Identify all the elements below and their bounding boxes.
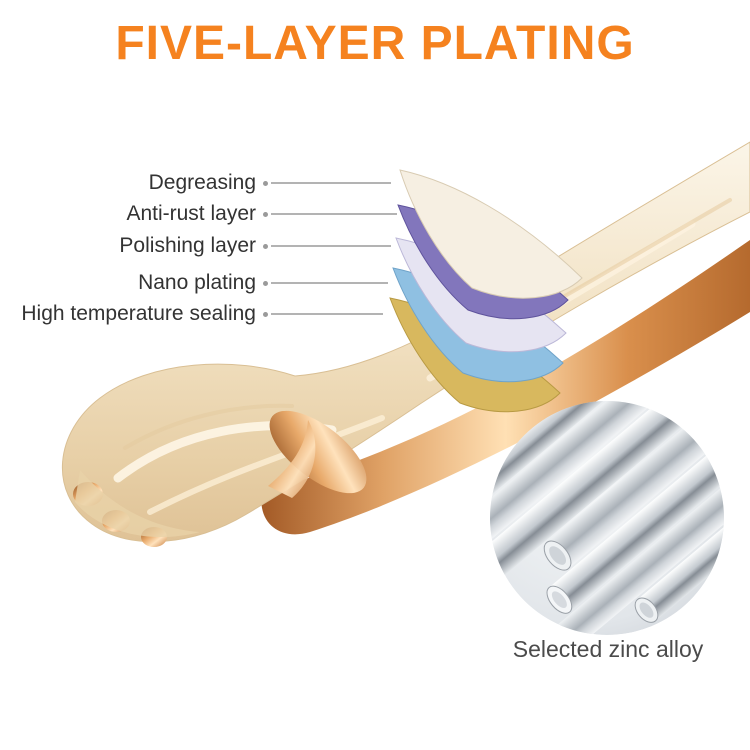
zinc-alloy-inset (490, 401, 724, 635)
label-anti-rust: Anti-rust layer (126, 202, 256, 225)
label-row-polishing: Polishing layer (0, 231, 391, 261)
leader-dot (263, 311, 268, 317)
leader-line (271, 313, 383, 315)
label-polishing: Polishing layer (119, 234, 256, 257)
plating-layer-stack (389, 169, 583, 413)
label-row-anti-rust: Anti-rust layer (0, 199, 397, 229)
leader-dot (263, 211, 268, 217)
leader-dot (263, 280, 268, 286)
leader-line (271, 282, 388, 284)
label-high-temp-sealing: High temperature sealing (21, 302, 256, 325)
label-degreasing: Degreasing (148, 171, 256, 194)
leader-line (271, 245, 391, 247)
page-title: FIVE-LAYER PLATING (115, 17, 635, 70)
gold-collar (269, 410, 367, 494)
leader-dot (263, 180, 268, 186)
label-row-degreasing: Degreasing (0, 168, 391, 198)
claw-foot-tips (73, 470, 200, 547)
leader-line (271, 182, 391, 184)
leader-dot (263, 243, 268, 249)
gold-scroll (268, 420, 316, 498)
label-nano-plating: Nano plating (138, 271, 256, 294)
label-row-nano-plating: Nano plating (0, 268, 388, 298)
handle-rose-gold-bar (261, 240, 750, 535)
layer-degreasing (399, 169, 583, 299)
inset-caption: Selected zinc alloy (512, 636, 704, 662)
label-row-high-temp-sealing: High temperature sealing (0, 299, 383, 329)
leader-line (271, 213, 397, 215)
